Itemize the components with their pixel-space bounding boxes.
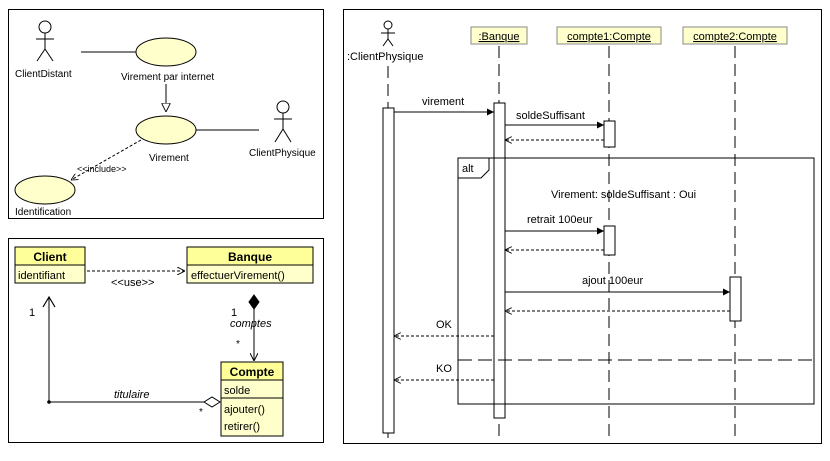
class-attribute: identifiant [18, 270, 65, 282]
multiplicity-label: 1 [29, 307, 35, 319]
message-label: virement [422, 96, 464, 108]
lifeline-head-banque[interactable]: :Banque [470, 26, 528, 45]
message-solde-suffisant[interactable]: soldeSuffisant [505, 110, 604, 129]
use-case-virement-internet[interactable]: Virement par internet [121, 37, 214, 83]
sequence-diagram: :ClientPhysique :Banque compte1:Compte c… [347, 20, 815, 442]
actor-client-physique[interactable]: :ClientPhysique [347, 20, 423, 63]
use-case-label: Virement [149, 153, 189, 164]
class-banque[interactable]: Banque effectuerVirement() [186, 246, 314, 284]
message-retrait[interactable]: retrait 100eur [505, 214, 604, 235]
use-label: <<use>> [111, 277, 154, 289]
composition-banque-compte: 1 comptes * [230, 294, 272, 361]
fragment-guard: Virement: soldeSuffisant : Oui [551, 189, 696, 201]
actor-client-physique[interactable]: ClientPhysique [249, 100, 316, 159]
include-dependency [71, 139, 142, 180]
class-operation: effectuerVirement() [191, 270, 285, 282]
class-compte[interactable]: Compte solde ajouter() retirer() [220, 361, 284, 437]
include-label: <<include>> [77, 164, 127, 174]
class-client[interactable]: Client identifiant [14, 246, 86, 284]
message-label: OK [436, 319, 453, 331]
use-case-identification[interactable]: Identification [14, 175, 76, 218]
multiplicity-label: * [199, 407, 203, 418]
message-ajout[interactable]: ajout 100eur [505, 275, 730, 296]
use-case-diagram: ClientDistant Virement par internet Vire… [14, 20, 316, 218]
actor-label: :ClientPhysique [347, 51, 423, 63]
message-ok[interactable]: OK [394, 319, 494, 336]
multiplicity-label: * [236, 339, 240, 350]
use-case-virement[interactable]: Virement [135, 115, 197, 164]
multiplicity-label: 1 [231, 307, 237, 319]
class-operation: retirer() [224, 421, 260, 433]
fragment-operator: alt [462, 163, 474, 175]
class-name: Client [33, 250, 66, 264]
stick-figure-icon [274, 100, 292, 143]
message-label: KO [436, 363, 452, 375]
message-label: soldeSuffisant [516, 110, 585, 122]
message-label: retrait 100eur [527, 214, 593, 226]
class-operation: ajouter() [224, 404, 265, 416]
activation-bar-banque [493, 102, 506, 419]
alt-fragment[interactable]: alt Virement: soldeSuffisant : Oui [457, 157, 815, 405]
class-diagram-panel: Client identifiant Banque effectuerVirem… [8, 238, 324, 443]
role-label: titulaire [114, 389, 149, 401]
stick-figure-icon [381, 20, 395, 47]
stick-figure-icon [36, 20, 54, 62]
class-name: Compte [230, 365, 275, 379]
lifeline-label: compte2:Compte [693, 31, 777, 43]
class-diagram: Client identifiant Banque effectuerVirem… [14, 246, 314, 437]
actor-label: ClientDistant [15, 69, 72, 80]
activation-bar-compte2 [729, 276, 742, 322]
activation-bar-compte1 [603, 225, 616, 256]
lifeline-label: :Banque [479, 31, 520, 43]
message-virement[interactable]: virement [394, 96, 494, 116]
lifeline-head-compte1[interactable]: compte1:Compte [556, 26, 662, 45]
activation-bar-client [382, 107, 395, 434]
activation-bar-compte1 [603, 120, 616, 148]
use-case-label: Identification [15, 207, 71, 218]
actor-label: ClientPhysique [249, 148, 316, 159]
lifeline-head-compte2[interactable]: compte2:Compte [682, 26, 788, 45]
message-ko[interactable]: KO [394, 363, 494, 380]
aggregation-titulaire: titulaire * 1 [29, 295, 221, 418]
role-label: comptes [230, 318, 272, 330]
message-label: ajout 100eur [582, 275, 643, 287]
lifeline-label: compte1:Compte [567, 31, 651, 43]
class-name: Banque [228, 250, 272, 264]
use-case-diagram-panel: ClientDistant Virement par internet Vire… [8, 9, 324, 219]
class-attribute: solde [224, 385, 250, 397]
use-case-label: Virement par internet [121, 72, 214, 83]
sequence-diagram-panel: :ClientPhysique :Banque compte1:Compte c… [343, 9, 822, 444]
actor-client-distant[interactable]: ClientDistant [15, 20, 72, 80]
